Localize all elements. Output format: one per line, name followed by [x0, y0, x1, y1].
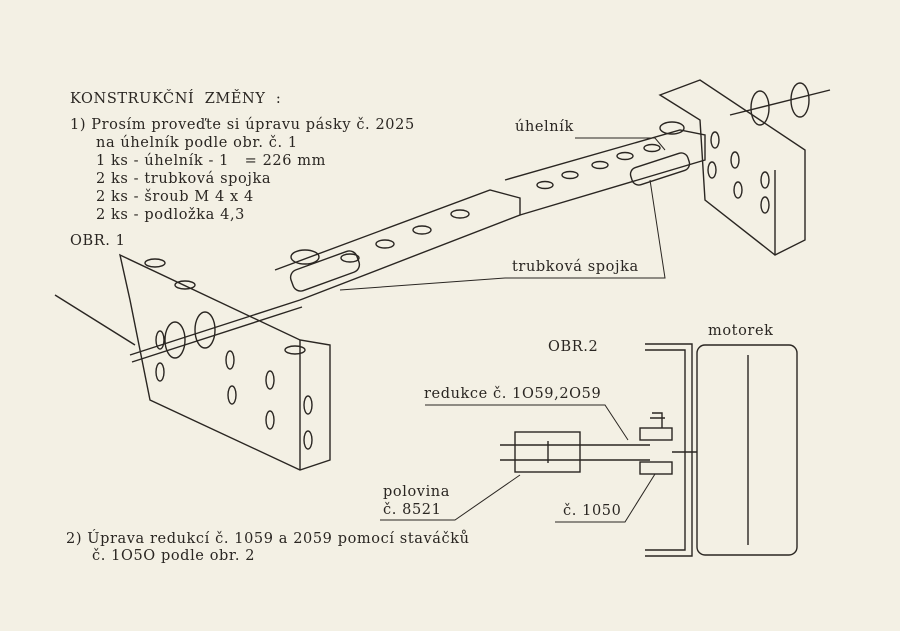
- callout-half-line2: č. 8521: [383, 502, 442, 518]
- figure2-label: OBR.2: [548, 339, 599, 355]
- item1-line1: 1) Prosím proveďte si úpravu pásky č. 20…: [70, 117, 415, 133]
- callout-angle: úhelník: [515, 119, 574, 135]
- callout-motor: motorek: [708, 323, 774, 339]
- callout-half-line1: polovina: [383, 484, 450, 500]
- page-heading: KONSTRUKČNÍ ZMĚNY :: [70, 91, 282, 107]
- item2-line2: č. 1O5O podle obr. 2: [92, 548, 256, 564]
- callout-reduction: redukce č. 1O59,2O59: [424, 386, 602, 402]
- figure2-drawing: [380, 343, 798, 557]
- part-list-item: 1 ks - úhelník - 1 = 226 mm: [96, 153, 326, 169]
- part-list-item: 2 ks - trubková spojka: [96, 171, 272, 187]
- callout-part: č. 1050: [563, 503, 622, 519]
- item1-line2: na úhelník podle obr. č. 1: [96, 135, 298, 151]
- figure1-drawing: [54, 79, 831, 471]
- figure1-label: OBR. 1: [70, 233, 126, 249]
- callout-coupling: trubková spojka: [512, 259, 639, 275]
- item2-line1: 2) Úprava redukcí č. 1059 a 2059 pomocí …: [66, 531, 470, 547]
- part-list-item: 2 ks - šroub M 4 x 4: [96, 189, 254, 205]
- part-list-item: 2 ks - podložka 4,3: [96, 207, 245, 223]
